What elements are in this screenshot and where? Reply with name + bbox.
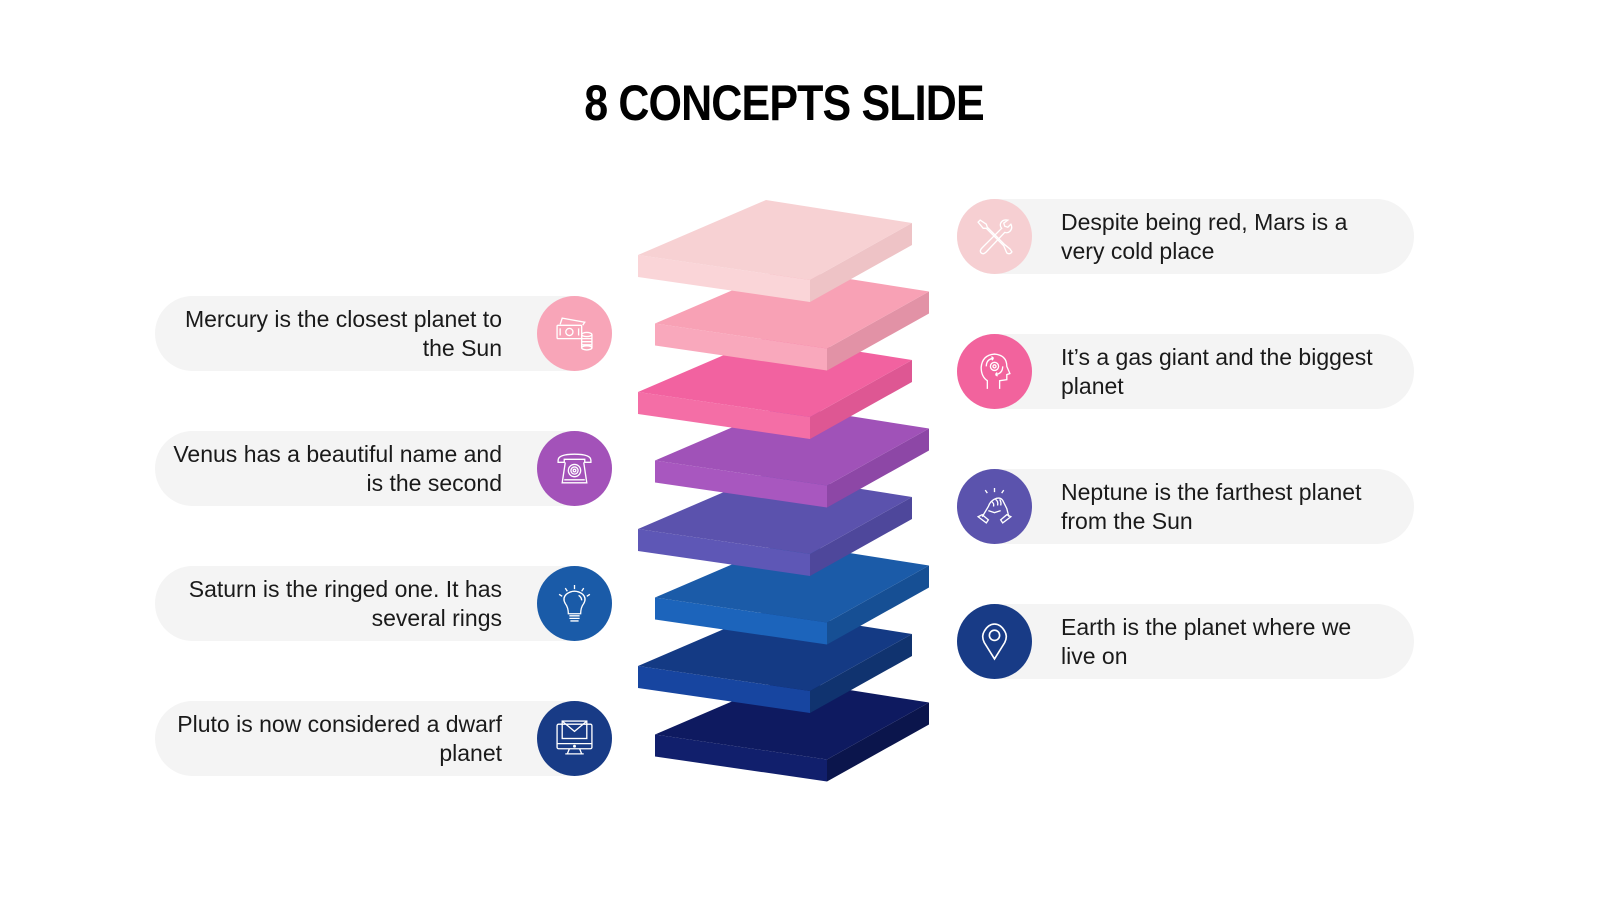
- stack-layer-4: [655, 405, 929, 508]
- money-coins-icon: [556, 317, 593, 351]
- icon-circle: [537, 296, 612, 371]
- high-five-icon: [976, 488, 1013, 524]
- concept-item-mercury: Mercury is the closest planet to the Sun: [155, 296, 612, 371]
- concept-text: Neptune is the farthest planet from the …: [1061, 478, 1362, 534]
- icon-circle: [957, 604, 1032, 679]
- concept-item-pluto: Pluto is now considered a dwarf planet: [155, 701, 612, 776]
- concept-text: Despite being red, Mars is a very cold p…: [1061, 208, 1348, 264]
- slide-title: 8 CONCEPTS SLIDE: [584, 75, 984, 131]
- concept-item-mars: Despite being red, Mars is a very cold p…: [957, 199, 1414, 274]
- concept-item-jupiter: It’s a gas giant and the biggest planet: [957, 334, 1414, 409]
- concept-text: Venus has a beautiful name and is the se…: [173, 440, 502, 496]
- icon-circle: [957, 199, 1032, 274]
- stack-layer-8: [655, 679, 929, 782]
- stack-layer-6: [655, 542, 929, 645]
- icon-circle: [957, 469, 1032, 544]
- monitor-mail-icon: [556, 720, 593, 755]
- head-gear-icon: [980, 353, 1011, 389]
- concept-text: It’s a gas giant and the biggest planet: [1061, 343, 1373, 399]
- concept-item-saturn: Saturn is the ringed one. It has several…: [155, 566, 612, 641]
- concept-item-earth: Earth is the planet where we live on: [957, 604, 1414, 679]
- icon-circle: [537, 431, 612, 506]
- stack-layer-1: [638, 200, 912, 302]
- concept-text: Saturn is the ringed one. It has several…: [188, 575, 502, 631]
- icon-circle: [537, 566, 612, 641]
- tools-icon: [977, 219, 1013, 255]
- concept-item-neptune: Neptune is the farthest planet from the …: [957, 469, 1414, 544]
- lightbulb-icon: [558, 585, 591, 622]
- concept-text: Earth is the planet where we live on: [1061, 613, 1352, 669]
- telephone-icon: [557, 453, 592, 484]
- concept-text: Pluto is now considered a dwarf planet: [177, 710, 502, 766]
- icon-circle: [957, 334, 1032, 409]
- stack-layer-2: [655, 268, 929, 371]
- icon-circle: [537, 701, 612, 776]
- concept-text: Mercury is the closest planet to the Sun: [184, 305, 502, 361]
- location-pin-icon: [981, 623, 1008, 661]
- concept-item-venus: Venus has a beautiful name and is the se…: [155, 431, 612, 506]
